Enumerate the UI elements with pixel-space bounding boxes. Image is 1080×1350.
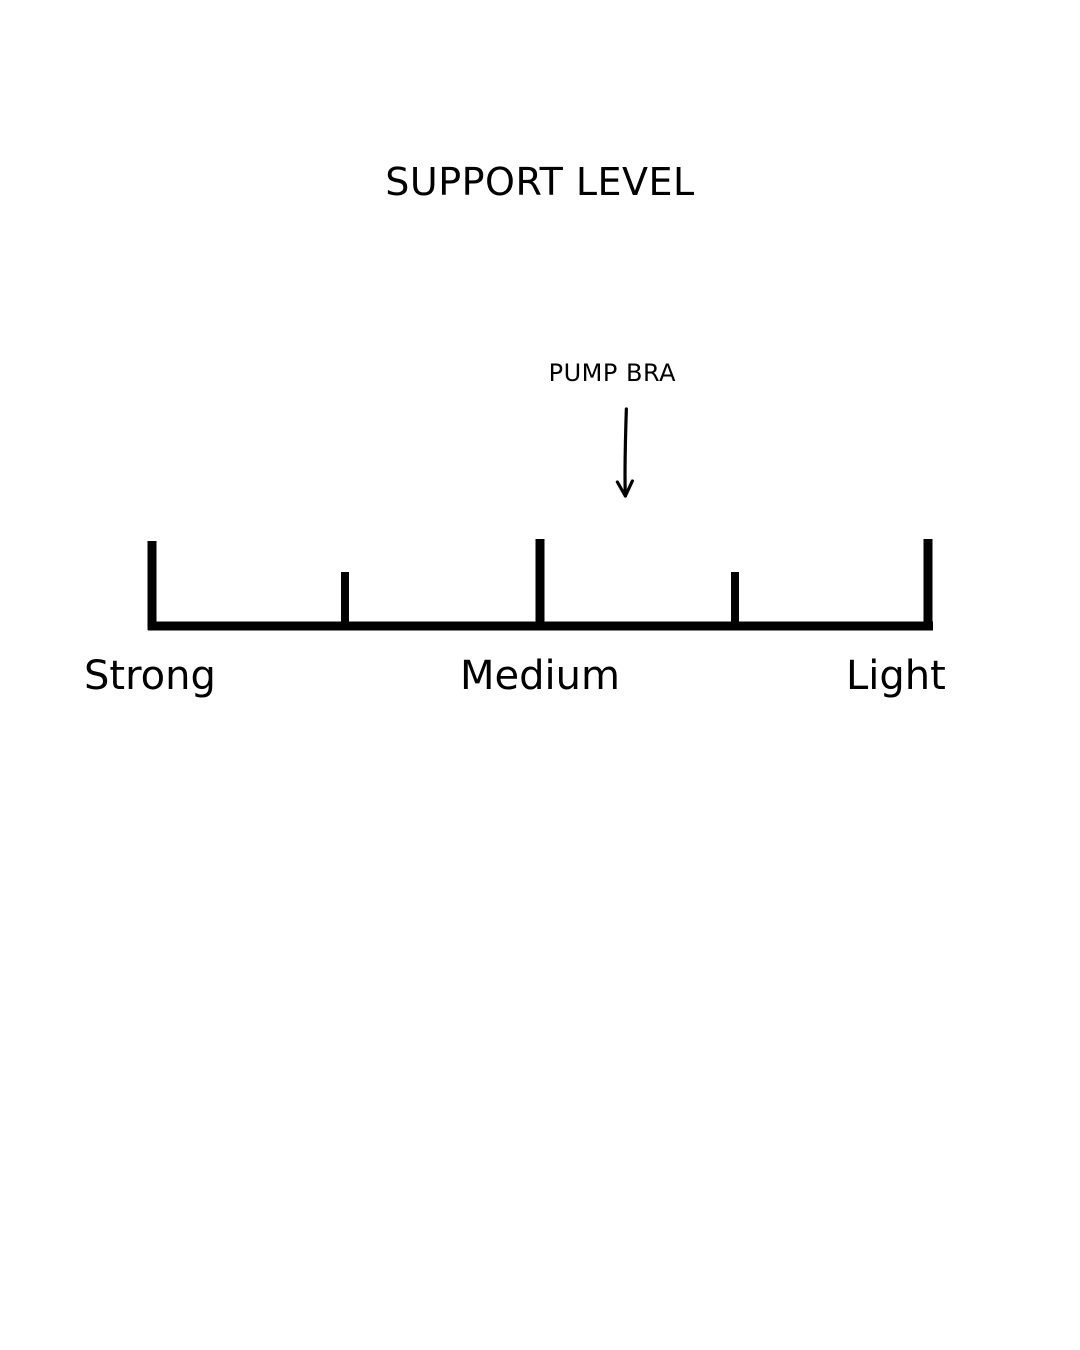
scale-label-medium: Medium xyxy=(460,653,620,699)
page-title: SUPPORT LEVEL xyxy=(385,160,695,204)
down-arrow-icon xyxy=(615,407,634,498)
marker-label: PUMP BRA xyxy=(548,359,677,387)
scale-label-strong: Strong xyxy=(84,653,216,699)
scale-label-light: Light xyxy=(846,653,946,699)
